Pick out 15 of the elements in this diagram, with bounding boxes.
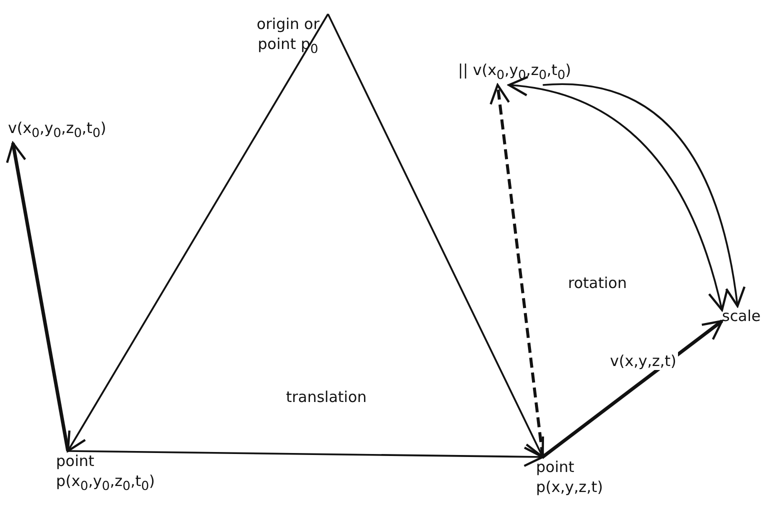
point-label: point — [536, 457, 576, 477]
scale-label: scale — [722, 306, 761, 326]
coordinate-label: p(x,y,z,t) — [536, 477, 604, 497]
edge-label: v(x,y,z,t) — [608, 352, 678, 370]
vector-arrow — [6, 142, 70, 452]
arrow — [68, 446, 544, 468]
arrow — [327, 14, 544, 458]
arrow — [66, 14, 329, 452]
rotation-arc — [508, 76, 728, 312]
vector-arrow — [542, 320, 724, 458]
coordinate-label: p(x$_{0}$,y$_{0}$,z$_{0}$,t$_{0}$) — [56, 471, 155, 495]
vector-label: v(x$_{0}$,y$_{0}$,z$_{0}$,t$_{0}$) — [8, 118, 106, 142]
point-label: point — [56, 451, 96, 471]
vector-arrow — [490, 84, 544, 458]
scale-arc — [542, 83, 745, 308]
